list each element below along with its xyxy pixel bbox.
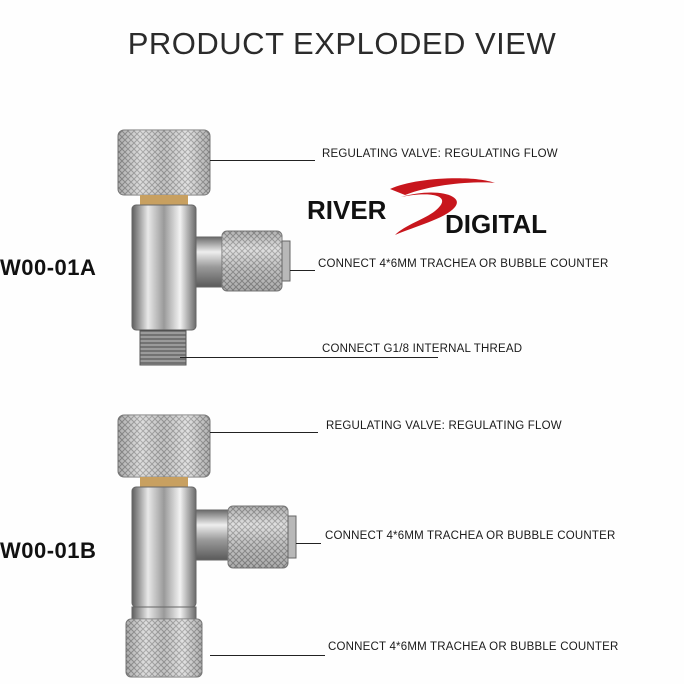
callout-regulating-valve-b: REGULATING VALVE: REGULATING FLOW (326, 420, 562, 432)
leader-line (290, 270, 315, 271)
leader-line (180, 357, 438, 358)
callout-connect-trachea-b1: CONNECT 4*6MM TRACHEA OR BUBBLE COUNTER (325, 530, 616, 542)
callout-regulating-valve-a: REGULATING VALVE: REGULATING FLOW (322, 148, 558, 160)
leader-line (296, 543, 321, 544)
model-label-b: W00-01B (0, 538, 97, 563)
logo-swoosh-top (390, 178, 495, 195)
leader-line (210, 655, 325, 656)
page-title: PRODUCT EXPLODED VIEW (127, 26, 557, 61)
river-digital-logo: RIVER DIGITAL (307, 178, 547, 239)
model-label-a: W00-01A (0, 255, 97, 280)
logo-word-river: RIVER (307, 195, 387, 225)
leader-line (210, 160, 315, 161)
callout-connect-g18-a: CONNECT G1/8 INTERNAL THREAD (322, 343, 523, 355)
logo-word-digital: DIGITAL (445, 209, 547, 239)
callout-connect-trachea-b2: CONNECT 4*6MM TRACHEA OR BUBBLE COUNTER (328, 641, 619, 653)
leader-line (210, 432, 318, 433)
valve-image-a (117, 129, 291, 366)
valve-image-b (117, 414, 297, 678)
logo-swoosh-mid (395, 192, 457, 235)
callout-connect-trachea-a: CONNECT 4*6MM TRACHEA OR BUBBLE COUNTER (318, 258, 609, 270)
